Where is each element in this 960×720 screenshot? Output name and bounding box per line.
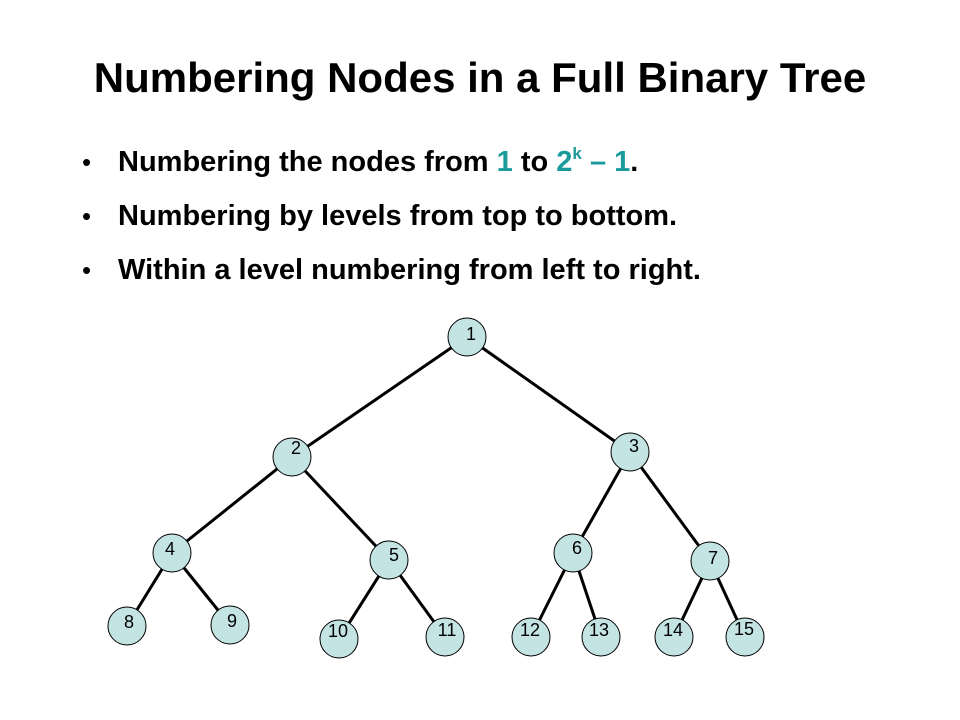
tree-node-5 — [369, 540, 409, 580]
tree-node-12 — [511, 617, 551, 657]
tree-node-label-6: 6 — [572, 538, 582, 558]
tree-node-13 — [581, 617, 621, 657]
bullet-1-period: . — [630, 146, 639, 178]
tree-node-label-1: 1 — [466, 324, 476, 344]
tree-node-label-15: 15 — [734, 619, 754, 639]
bullet-item-2: • Numbering by levels from top to bottom… — [80, 192, 701, 246]
bullet-item-3: • Within a level numbering from left to … — [80, 246, 701, 300]
edge-2-5 — [290, 455, 391, 562]
tree-node-10 — [319, 619, 359, 659]
tree-node-label-10: 10 — [328, 621, 348, 641]
tree-node-7 — [690, 541, 730, 581]
power-exponent: k — [572, 144, 582, 163]
tree-node-label-5: 5 — [389, 545, 399, 565]
bullet-list: • Numbering the nodes from 1 to 2k – 1. … — [80, 138, 701, 300]
bullet-marker: • — [82, 147, 92, 177]
bullet-2-text: Numbering by levels from top to bottom. — [118, 200, 678, 232]
minus-one: – 1 — [581, 146, 631, 178]
range-end: 2k – 1 — [556, 144, 631, 178]
tree-node-label-9: 9 — [227, 611, 237, 631]
tree-node-2 — [272, 437, 312, 477]
tree-node-label-14: 14 — [663, 620, 683, 640]
tree-node-14 — [654, 617, 694, 657]
bullet-1-to: to — [512, 146, 557, 178]
bullet-marker: • — [82, 255, 92, 285]
tree-node-1 — [447, 317, 487, 357]
edge-1-3 — [466, 335, 631, 454]
range-start: 1 — [496, 146, 513, 178]
tree-node-label-7: 7 — [708, 548, 718, 568]
tree-node-11 — [425, 617, 465, 657]
tree-node-label-12: 12 — [520, 620, 540, 640]
power-base: 2 — [556, 146, 573, 178]
tree-node-label-2: 2 — [291, 438, 301, 458]
bullet-1-text: Numbering the nodes from — [118, 146, 497, 178]
bullet-3-text: Within a level numbering from left to ri… — [118, 254, 701, 286]
bullet-item-1: • Numbering the nodes from 1 to 2k – 1. — [80, 138, 701, 192]
tree-node-3 — [610, 432, 650, 472]
tree-node-8 — [107, 606, 147, 646]
edge-3-7 — [628, 451, 712, 562]
edge-1-2 — [291, 335, 468, 459]
tree-node-9 — [210, 605, 250, 645]
tree-node-label-4: 4 — [165, 539, 175, 559]
tree-node-15 — [725, 617, 765, 657]
tree-edges — [125, 335, 747, 640]
tree-node-4 — [152, 533, 192, 573]
tree-node-label-8: 8 — [124, 612, 134, 632]
tree-node-6 — [553, 533, 593, 573]
tree-node-label-11: 11 — [438, 620, 457, 640]
slide-title: Numbering Nodes in a Full Binary Tree — [93, 54, 867, 101]
tree-node-label-13: 13 — [589, 620, 609, 640]
bullet-marker: • — [82, 201, 92, 231]
tree-node-label-3: 3 — [629, 436, 639, 456]
edge-2-4 — [171, 455, 293, 555]
